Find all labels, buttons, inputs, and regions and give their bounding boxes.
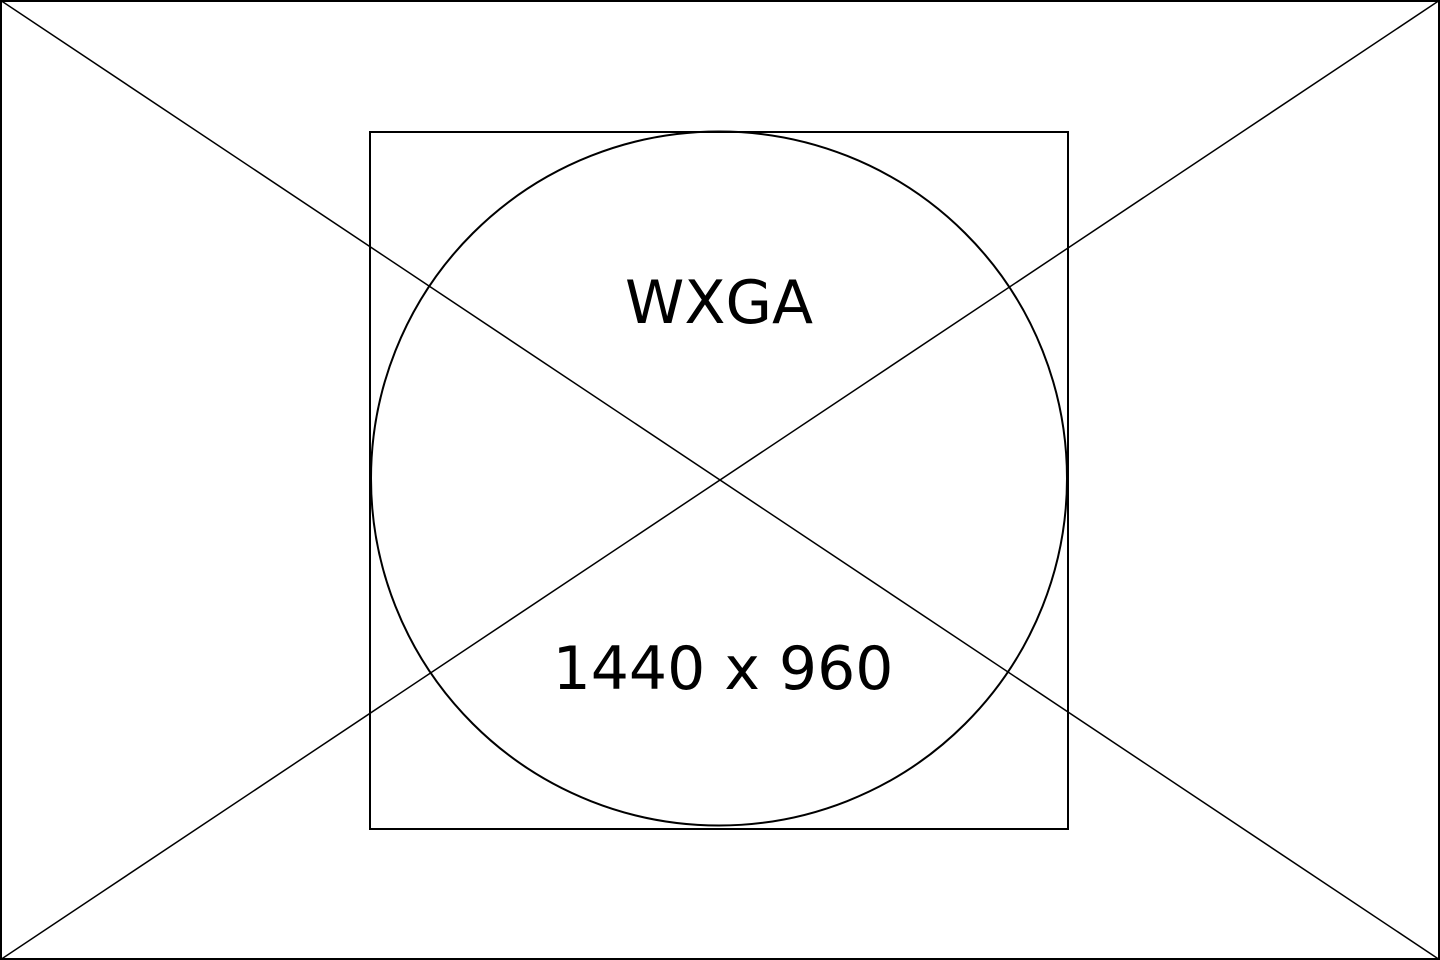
format-name-label: WXGA xyxy=(625,268,813,338)
resolution-label: 1440 x 960 xyxy=(553,634,894,704)
center-circle xyxy=(370,130,1068,827)
